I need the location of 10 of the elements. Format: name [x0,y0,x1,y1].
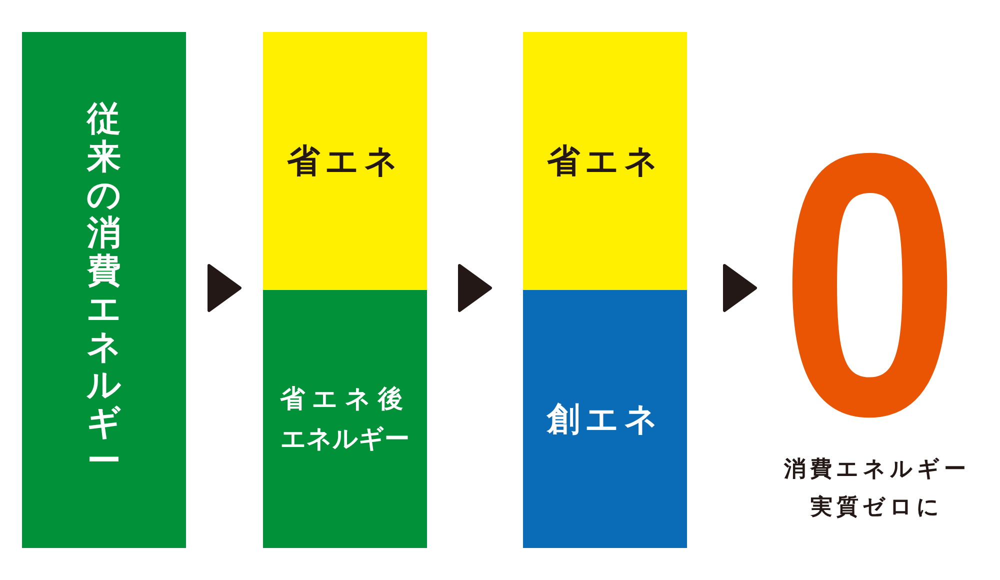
triangle-arrow [208,264,242,312]
triangle-arrow [458,264,492,312]
tall-box: 従来の消費エネルギー [22,32,186,548]
top-box: 省エネ [523,32,687,290]
bottom-box: 創エネ [523,290,687,548]
top-box: 省エネ [263,32,427,290]
caption-text: 消費エネルギー実質ゼロに [782,456,971,522]
triangle-arrow [723,264,757,312]
bottom-box: 省エネ後エネルギー [263,290,427,548]
zero-numeral: 0 [793,152,947,418]
